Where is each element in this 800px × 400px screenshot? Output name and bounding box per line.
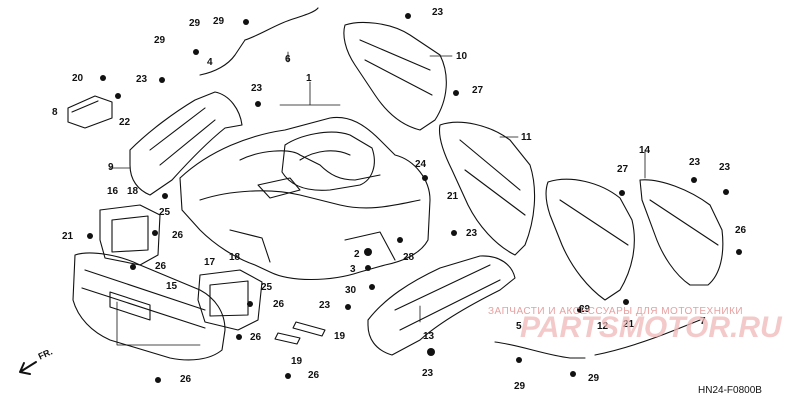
- callout-23d: 23: [466, 228, 478, 239]
- callout-29d: 29: [579, 304, 591, 315]
- callout-8: 8: [52, 107, 58, 118]
- fender-rail-left: [129, 91, 243, 196]
- mud-guard-11: [438, 121, 536, 256]
- callout-23e: 23: [319, 300, 331, 311]
- bracket-17: [197, 269, 263, 331]
- cable-7: [594, 319, 701, 356]
- callout-23b: 23: [251, 83, 263, 94]
- callout-26e: 26: [308, 370, 320, 381]
- callout-19b: 19: [291, 356, 303, 367]
- molding-19b: [274, 332, 301, 345]
- callout-21c: 21: [623, 319, 635, 330]
- cable-6: [244, 7, 319, 41]
- callout-20: 20: [72, 73, 84, 84]
- callout-15: 15: [166, 281, 178, 292]
- guard-14: [639, 179, 724, 286]
- callout-26c: 26: [273, 299, 285, 310]
- callout-23f: 23: [422, 368, 434, 379]
- callout-23g: 23: [689, 157, 701, 168]
- callout-16: 16: [107, 186, 119, 197]
- callout-13: 13: [423, 331, 435, 342]
- callout-1: 1: [306, 73, 312, 84]
- callout-2: 2: [354, 249, 360, 260]
- callout-9: 9: [108, 162, 114, 173]
- callout-29a: 29: [189, 18, 201, 29]
- callout-29c: 29: [154, 35, 166, 46]
- callout-12: 12: [597, 321, 609, 332]
- callout-18b: 18: [229, 252, 241, 263]
- callout-18a: 18: [127, 186, 139, 197]
- callout-29b: 29: [213, 16, 225, 27]
- callout-24: 24: [415, 159, 427, 170]
- fr-arrow: [19, 361, 37, 375]
- front-fender: [179, 116, 431, 281]
- mud-guard-10: [343, 21, 447, 131]
- callout-27b: 27: [617, 164, 629, 175]
- diagram-code: HN24-F0800B: [698, 385, 762, 396]
- callout-3: 3: [350, 264, 356, 275]
- callout-11: 11: [521, 132, 532, 143]
- callout-30: 30: [345, 285, 357, 296]
- callout-23h: 23: [719, 162, 731, 173]
- fender-rail-right: [367, 255, 516, 356]
- callout-26g: 26: [735, 225, 747, 236]
- cable-5: [494, 341, 586, 359]
- callout-26b: 26: [155, 261, 167, 272]
- callout-14: 14: [639, 145, 651, 156]
- fasteners: [87, 13, 742, 383]
- callout-23c: 23: [432, 7, 444, 18]
- callout-17: 17: [204, 257, 216, 268]
- callout-29e: 29: [514, 381, 526, 392]
- molding-19a: [292, 321, 326, 337]
- callout-23a: 23: [136, 74, 148, 85]
- front-bumper: [72, 252, 226, 361]
- callout-7: 7: [700, 316, 706, 327]
- callout-6: 6: [285, 54, 291, 65]
- bracket-16: [99, 204, 161, 266]
- callout-26d: 26: [250, 332, 262, 343]
- callout-5: 5: [516, 321, 522, 332]
- callout-22: 22: [119, 117, 131, 128]
- cover-8: [67, 95, 113, 129]
- callout-26f: 26: [180, 374, 192, 385]
- callout-28: 28: [403, 252, 415, 263]
- callout-4: 4: [207, 57, 213, 68]
- callout-27a: 27: [472, 85, 484, 96]
- callout-25a: 25: [159, 207, 171, 218]
- callout-19a: 19: [334, 331, 346, 342]
- watermark-top: ЗАПЧАСТИ И АКСЕССУАРЫ ДЛЯ МОТОТЕХНИКИ: [488, 306, 744, 317]
- callout-21a: 21: [62, 231, 74, 242]
- watermark-brand: PARTSMOTOR.RU: [520, 311, 782, 344]
- callout-10: 10: [456, 51, 468, 62]
- callout-26a: 26: [172, 230, 184, 241]
- callout-25b: 25: [261, 282, 273, 293]
- callout-29f: 29: [588, 373, 600, 384]
- mud-guard-12: [545, 178, 635, 301]
- callout-21b: 21: [447, 191, 459, 202]
